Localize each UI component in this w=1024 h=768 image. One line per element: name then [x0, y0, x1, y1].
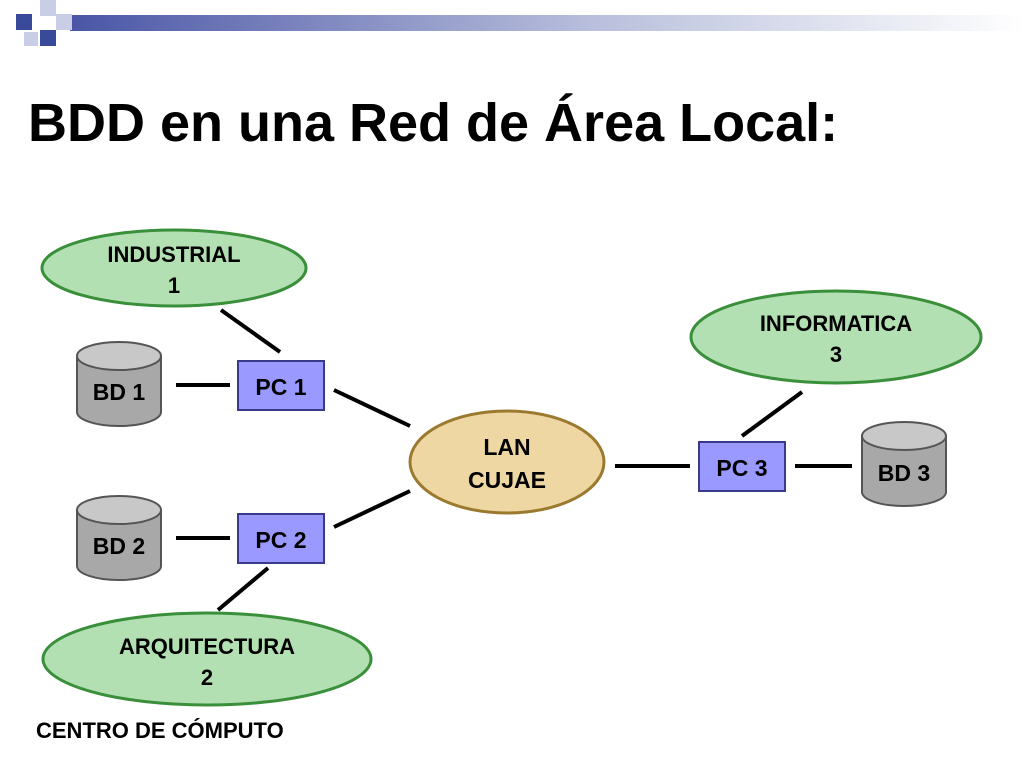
node-pc3: PC 3: [698, 441, 786, 492]
pc2-label: PC 2: [255, 527, 306, 553]
node-industrial: INDUSTRIAL 1: [40, 228, 308, 308]
informatica-label-line1: INFORMATICA: [760, 311, 912, 336]
informatica-label-line2: 3: [830, 342, 842, 367]
bd2-label: BD 2: [93, 533, 145, 559]
lan-label-line1: LAN: [483, 434, 530, 460]
pc3-label: PC 3: [716, 455, 767, 481]
bd1-label: BD 1: [93, 379, 146, 405]
industrial-label-line2: 1: [168, 273, 180, 298]
arquitectura-label-line1: ARQUITECTURA: [119, 634, 295, 659]
node-pc2: PC 2: [237, 513, 325, 564]
node-bd2: BD 2: [76, 495, 162, 581]
node-bd3: BD 3: [861, 421, 947, 507]
arquitectura-label-line2: 2: [201, 665, 213, 690]
node-bd1: BD 1: [76, 341, 162, 427]
node-informatica: INFORMATICA 3: [689, 289, 983, 385]
connector-pc2-lan: [333, 489, 411, 529]
industrial-label-line1: INDUSTRIAL: [107, 242, 240, 267]
centro-de-computo-label: CENTRO DE CÓMPUTO: [36, 718, 284, 743]
node-lan: LAN CUJAE: [408, 409, 606, 515]
bd3-label: BD 3: [878, 460, 930, 486]
pc1-label: PC 1: [255, 374, 306, 400]
connector-pc3-informatica: [740, 390, 804, 438]
slide-title: BDD en una Red de Área Local:: [28, 93, 839, 153]
connector-pc1-lan: [333, 388, 411, 428]
connector-pc2-arquitectura: [216, 566, 270, 612]
node-pc1: PC 1: [237, 360, 325, 411]
connector-industrial-pc1: [219, 308, 282, 354]
connectors: [176, 308, 852, 612]
node-arquitectura: ARQUITECTURA 2: [41, 611, 373, 707]
lan-label-line2: CUJAE: [468, 467, 546, 493]
slide-header-decoration: [16, 0, 1024, 46]
